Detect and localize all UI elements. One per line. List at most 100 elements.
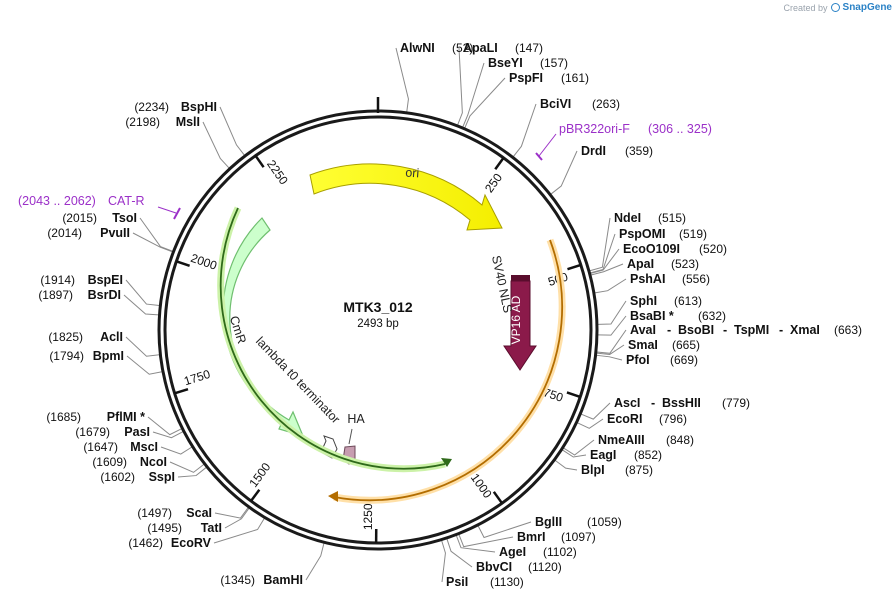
restriction-site-bsphi[interactable]: BspHI(2234)	[134, 100, 217, 114]
site-name: NdeI	[614, 211, 641, 225]
restriction-site-bglii[interactable]: BglII(1059)	[535, 515, 622, 529]
restriction-site-bsabi[interactable]: BsaBI *(632)	[630, 309, 726, 323]
site-name: SmaI	[628, 338, 658, 352]
cmr-region-arc	[219, 207, 446, 470]
restriction-site-ecoo109i[interactable]: EcoO109I(520)	[623, 242, 727, 256]
restriction-site-pflmi[interactable]: PflMI *(1685)	[46, 410, 145, 424]
restriction-site-sphi[interactable]: SphI(613)	[630, 294, 702, 308]
restriction-site-pvuii[interactable]: PvuII(2014)	[47, 226, 130, 240]
site-name: PfoI	[626, 353, 650, 367]
restriction-site-bseyi[interactable]: BseYI(157)	[488, 56, 568, 70]
site-position: (157)	[540, 56, 568, 70]
restriction-site-tsoi[interactable]: TsoI(2015)	[62, 211, 137, 225]
restriction-site-pshai[interactable]: PshAI(556)	[630, 272, 710, 286]
site-leader-ndei	[589, 217, 611, 272]
restriction-site-sspi[interactable]: SspI(1602)	[100, 470, 175, 484]
site-name: BglII	[535, 515, 562, 529]
lambda-t0-terminator-label: lambda t0 terminator	[253, 334, 343, 426]
site-leader-bamhi	[305, 543, 325, 581]
site-name: PvuII	[100, 226, 130, 240]
site-name: EcoRV	[171, 536, 212, 550]
site-name: PshAI	[630, 272, 665, 286]
site-leader-sphi	[597, 300, 627, 325]
ori-arrow[interactable]	[309, 163, 503, 231]
tick-mark-1500	[249, 489, 261, 502]
site-name: ScaI	[186, 506, 212, 520]
restriction-site-tati[interactable]: TatI(1495)	[147, 521, 222, 535]
restriction-site-drdi[interactable]: DrdI(359)	[581, 144, 653, 158]
site-position: (1497)	[137, 506, 172, 520]
restriction-site-msci[interactable]: MscI(1647)	[83, 440, 158, 454]
vp16-ad-arrow[interactable]	[503, 280, 537, 371]
restriction-site-pspomi[interactable]: PspOMI(519)	[619, 227, 707, 241]
site-leader-acli	[125, 336, 160, 357]
site-name: EagI	[590, 448, 616, 462]
plasmid-size: 2493 bp	[357, 318, 399, 330]
site-position: (515)	[658, 211, 686, 225]
restriction-site-ecori[interactable]: EcoRI (796)	[607, 412, 687, 426]
site-position: (1130)	[490, 575, 524, 589]
restriction-site-apai[interactable]: ApaI(523)	[627, 257, 699, 271]
restriction-site-bcivi[interactable]: BciVI(263)	[540, 97, 620, 111]
tick-label-1250: 1250	[361, 503, 375, 530]
tick-mark-250	[494, 157, 505, 170]
primer-pbr322ori-f-range: (306 .. 325)	[648, 122, 712, 136]
restriction-site-acli[interactable]: AclI(1825)	[48, 330, 123, 344]
site-position: (632)	[698, 309, 726, 323]
site-position: (796)	[659, 412, 687, 426]
site-leader-bsphi	[219, 106, 245, 156]
site-position: (2234)	[134, 100, 169, 114]
tick-label-250: 250	[482, 171, 505, 196]
tick-label-2250: 2250	[264, 157, 291, 187]
restriction-site-pfoi[interactable]: PfoI(669)	[626, 353, 698, 367]
restriction-site-bspei[interactable]: BspEI(1914)	[40, 273, 123, 287]
restriction-site-asci[interactable]: AscI-BssHII(779)	[614, 396, 750, 410]
restriction-site-bbvci[interactable]: BbvCI(1120)	[476, 560, 562, 574]
site-name: AvaI	[630, 323, 656, 337]
plasmid-name: MTK3_012	[343, 299, 412, 315]
site-leader-ecoo109i	[590, 248, 620, 274]
pbr322ori-f-primer-mark[interactable]	[535, 152, 543, 161]
restriction-site-bamhi[interactable]: BamHI(1345)	[220, 573, 303, 587]
site-name: EcoRI	[607, 412, 642, 426]
restriction-site-pspfi[interactable]: PspFI(161)	[509, 71, 589, 85]
restriction-site-agei[interactable]: AgeI(1102)	[499, 545, 577, 559]
restriction-site-ndei[interactable]: NdeI (515)	[614, 211, 686, 225]
tick-label-2000: 2000	[189, 251, 219, 273]
site-name: MslI	[176, 115, 200, 129]
cmr-arrow[interactable]	[222, 217, 305, 437]
cat-r-primer-mark[interactable]	[173, 207, 181, 220]
restriction-site-avai[interactable]: AvaI-BsoBI-TspMI-XmaI(663)	[630, 323, 862, 337]
site-name: BsrDI	[88, 288, 121, 302]
restriction-site-msli[interactable]: MslI(2198)	[125, 115, 200, 129]
tick-mark-750	[566, 391, 581, 399]
site-name: MscI	[130, 440, 158, 454]
site-position: (779)	[722, 396, 750, 410]
restriction-site-nmeaiii[interactable]: NmeAIII(848)	[598, 433, 694, 447]
site-leader-bbvci	[446, 538, 473, 568]
site-position: (161)	[561, 71, 589, 85]
site-name: NcoI	[140, 455, 167, 469]
ha-leader	[348, 428, 353, 445]
restriction-site-psii[interactable]: PsiI(1130)	[446, 575, 524, 589]
restriction-site-blpi[interactable]: BlpI(875)	[581, 463, 653, 477]
restriction-site-pasi[interactable]: PasI(1679)	[75, 425, 150, 439]
restriction-site-smai[interactable]: SmaI (665)	[628, 338, 700, 352]
site-position: (519)	[679, 227, 707, 241]
restriction-site-ecorv[interactable]: EcoRV(1462)	[128, 536, 211, 550]
site-leader-asci	[581, 402, 611, 420]
site-position: (52)	[452, 41, 473, 55]
restriction-site-bpmi[interactable]: BpmI(1794)	[49, 349, 124, 363]
restriction-site-eagi[interactable]: EagI(852)	[590, 448, 662, 462]
site-leader-sspi	[177, 467, 207, 478]
restriction-site-ncoi[interactable]: NcoI(1609)	[92, 455, 167, 469]
restriction-site-bsrdi[interactable]: BsrDI(1897)	[38, 288, 121, 302]
site-position: (665)	[672, 338, 700, 352]
site-leader-bsabi	[597, 315, 627, 336]
restriction-site-bmri[interactable]: BmrI(1097)	[517, 530, 596, 544]
site-name: BbvCI	[476, 560, 512, 574]
restriction-site-alwni[interactable]: AlwNI(52)	[400, 41, 473, 55]
restriction-site-apali[interactable]: ApaLI(147)	[463, 41, 543, 55]
site-leader-bseyi	[462, 62, 485, 128]
restriction-site-scai[interactable]: ScaI (1497)	[137, 506, 212, 520]
